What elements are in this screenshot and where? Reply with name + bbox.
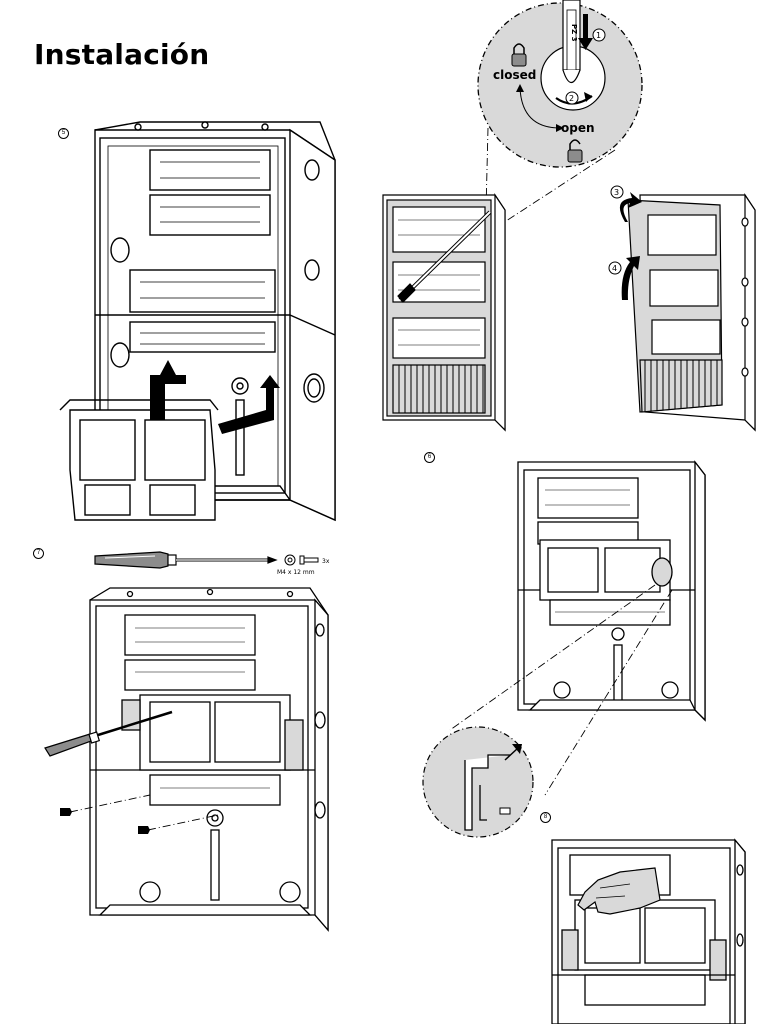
callout-4: 4 [608, 261, 622, 275]
svg-text:4: 4 [612, 264, 617, 273]
bracket-detail-magnifier [422, 726, 534, 838]
screw-size-label: M4 x 12 mm [277, 569, 315, 576]
bracket-leader-lines [449, 584, 673, 796]
step-number-7: 7 [33, 548, 44, 559]
step5-insert-arrows [150, 360, 280, 434]
svg-text:1: 1 [596, 31, 601, 40]
callout-3: 3 [610, 185, 624, 199]
cabinet-door-closed [382, 193, 506, 432]
step-number-6: 6 [424, 452, 435, 463]
step7-screw-leader-lines [69, 794, 219, 831]
step7-screwdriver [94, 551, 278, 569]
step7-screws [60, 808, 150, 834]
step8-cabinet [551, 838, 746, 1024]
door-open-arrows [619, 192, 642, 300]
screw-quantity-label: 3x [322, 558, 330, 565]
step-number-8: 8 [540, 812, 551, 823]
svg-text:3: 3 [614, 188, 619, 197]
lock-open-label: open [561, 121, 595, 135]
magnifier-leader-lines [485, 127, 616, 226]
step5-cabinet [59, 121, 336, 522]
page-title: Instalación [34, 38, 210, 71]
callout-2: 2 [565, 91, 579, 105]
hand-icon [577, 867, 661, 915]
step7-screwdriver-in-use [44, 710, 173, 757]
screw-washer-icon [284, 554, 319, 566]
lock-detail-magnifier [477, 0, 643, 168]
callout-1: 1 [592, 28, 606, 42]
step7-cabinet [89, 587, 329, 932]
screwdriver-size-label: PZ 3 [570, 24, 578, 42]
cabinet-door-opening [627, 193, 756, 432]
lock-closed-label: closed [493, 68, 536, 82]
svg-text:2: 2 [569, 94, 574, 103]
step-number-5: 5 [58, 128, 69, 139]
step6-cabinet [517, 460, 706, 722]
